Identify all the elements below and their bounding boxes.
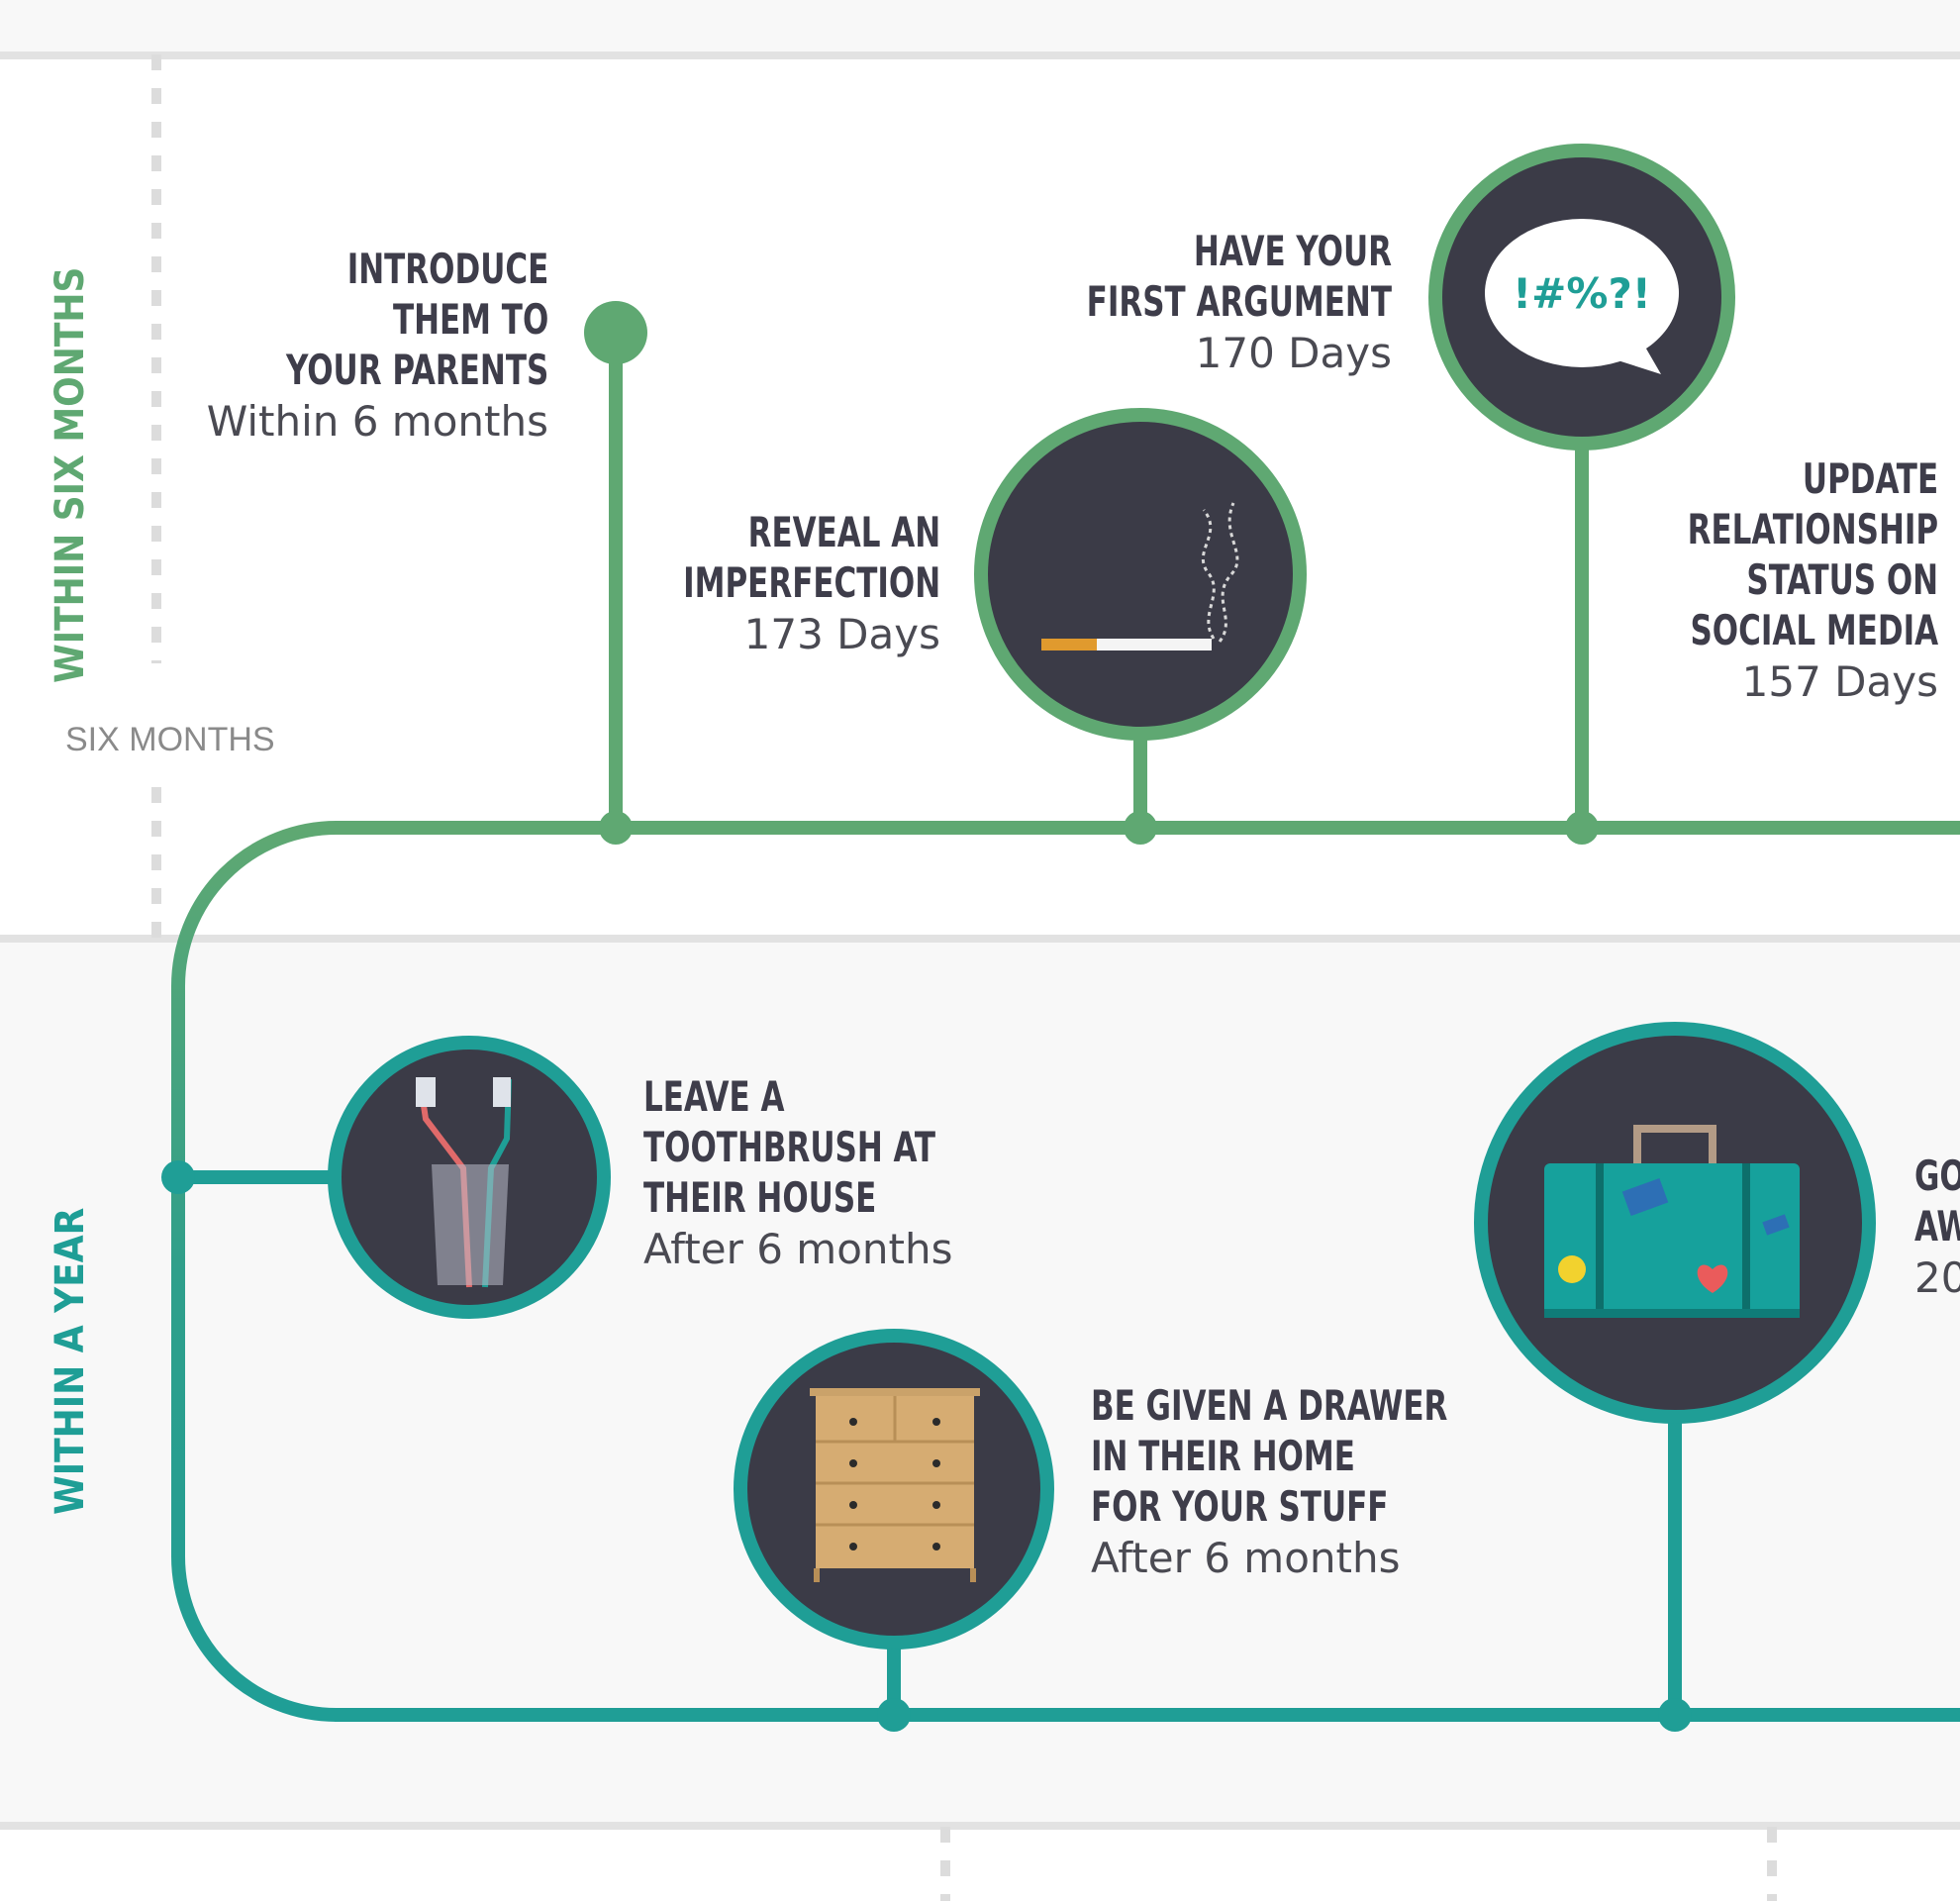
node-argument: [1565, 811, 1599, 845]
milestone-status: UPDATE RELATIONSHIP STATUS ON SOCIAL MED…: [1632, 453, 1938, 709]
milestone-away: GO AW 20: [1914, 1151, 1960, 1305]
milestone-drawer: BE GIVEN A DRAWER IN THEIR HOME FOR YOUR…: [1091, 1380, 1525, 1585]
milestone-argument: HAVE YOUR FIRST ARGUMENT 170 Days: [1020, 226, 1392, 380]
milestone-drawer-title-1: BE GIVEN A DRAWER: [1091, 1381, 1448, 1430]
section-label-within-year: WITHIN A YEAR: [48, 1207, 93, 1515]
node-away: [1658, 1698, 1692, 1732]
milestone-away-title-1: GO: [1914, 1151, 1960, 1200]
milestone-argument-title-1: HAVE YOUR: [1193, 227, 1392, 275]
milestone-imperfection-title-2: IMPERFECTION: [682, 558, 940, 607]
cigarette-icon: [1041, 502, 1239, 650]
band-divider: [0, 935, 1960, 943]
milestone-drawer-title-2: IN THEIR HOME: [1091, 1432, 1355, 1480]
milestone-away-title-2: AW: [1914, 1202, 1960, 1251]
speech-bubble-icon: !#%?!: [1485, 219, 1679, 374]
milestone-parents-title-2: THEM TO: [392, 295, 548, 344]
suitcase-icon: [1544, 1125, 1800, 1318]
milestone-toothbrush-title-1: LEAVE A: [643, 1072, 785, 1121]
node-imperfection: [1124, 811, 1157, 845]
milestone-imperfection-title-1: REVEAL AN: [747, 508, 940, 556]
milestone-toothbrush-detail: After 6 months: [643, 1225, 953, 1273]
milestone-imperfection-detail: 173 Days: [743, 610, 940, 658]
bottom-border: [0, 1822, 1960, 1830]
toothbrush-icon: [416, 1077, 512, 1288]
top-strip: [0, 0, 1960, 51]
milestone-parents-title-1: INTRODUCE: [346, 245, 548, 293]
divider-label-six-months: SIX MONTHS: [65, 721, 275, 758]
milestone-status-title-1: UPDATE: [1802, 454, 1938, 503]
node-parents: [599, 811, 633, 845]
bottom-strip: [0, 1830, 1960, 1901]
milestone-argument-title-2: FIRST ARGUMENT: [1086, 277, 1392, 326]
milestone-parents-detail: Within 6 months: [206, 397, 548, 446]
speech-bubble-text: !#%?!: [1513, 269, 1651, 318]
milestone-status-detail: 157 Days: [1741, 657, 1938, 706]
milestone-imperfection: REVEAL AN IMPERFECTION 173 Days: [627, 507, 940, 661]
milestone-argument-detail: 170 Days: [1195, 329, 1392, 377]
timeline-curve: [171, 821, 338, 1722]
milestone-toothbrush-title-2: TOOTHBRUSH AT: [643, 1123, 935, 1171]
milestone-parents-title-3: YOUR PARENTS: [285, 346, 548, 394]
milestone-toothbrush: LEAVE A TOOTHBRUSH AT THEIR HOUSE After …: [643, 1071, 1000, 1276]
milestone-status-title-3: STATUS ON: [1746, 555, 1938, 604]
section-label-six-months: WITHIN SIX MONTHS: [48, 266, 93, 683]
milestone-away-detail: 20: [1914, 1253, 1960, 1302]
milestone-toothbrush-title-3: THEIR HOUSE: [643, 1173, 877, 1222]
dot-marker-parents: [584, 301, 647, 364]
node-toothbrush: [161, 1160, 195, 1194]
milestone-drawer-detail: After 6 months: [1091, 1534, 1401, 1582]
node-drawer: [877, 1698, 911, 1732]
top-border: [0, 51, 1960, 59]
icon-circle-imperfection: [974, 408, 1307, 741]
milestone-status-title-2: RELATIONSHIP: [1687, 505, 1938, 553]
milestone-parents: INTRODUCE THEM TO YOUR PARENTS Within 6 …: [207, 244, 548, 449]
dresser-icon: [810, 1388, 980, 1582]
milestone-drawer-title-3: FOR YOUR STUFF: [1091, 1482, 1389, 1531]
milestone-status-title-4: SOCIAL MEDIA: [1690, 606, 1938, 654]
